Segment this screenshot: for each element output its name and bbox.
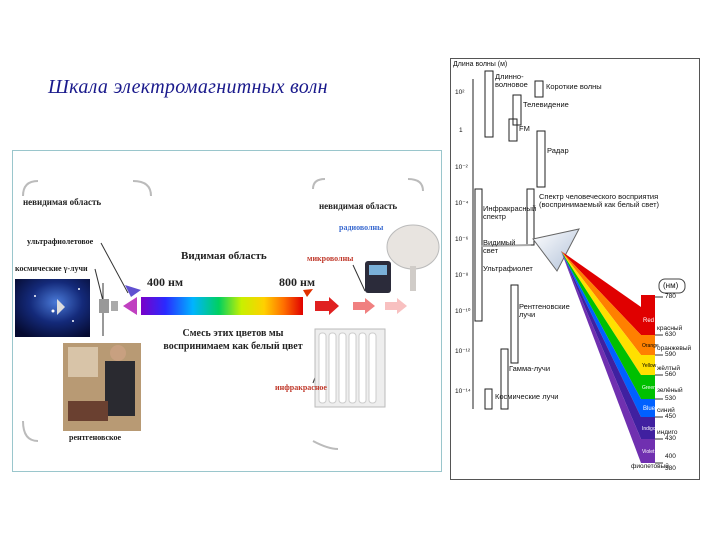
corner-bracket [23,181,38,196]
color-label-ru: зелёный [657,387,683,395]
corner-bracket [23,421,38,441]
em-spectrum-diagram: Длина волны (м) 10² 1 10⁻² 10⁻⁴ 10⁻⁶ 10⁻… [450,58,700,480]
nm-value: 400 [665,453,676,460]
color-label-en: Blue [643,405,655,413]
tick-label: 10⁻⁸ [455,271,468,279]
color-label-en: Yellow [642,362,656,370]
xray-bar [511,285,518,363]
infrared-label: Инфракрасный спектр [483,205,523,221]
visible-label: Видимый свет [483,239,523,255]
xray-label: Рентгеновские лучи [519,303,579,319]
pointer-line [95,269,103,301]
tv-label: Телевидение [523,101,569,109]
radio-dish-image [387,225,439,269]
page-title: Шкала электромагнитных волн [48,76,328,99]
nm-value: 380 [665,465,676,472]
uv-label: Ультрафиолет [483,265,527,273]
cosmic-label: Космические лучи [495,393,558,401]
nm-value: 780 [665,293,676,300]
xray-photo [63,343,141,431]
human-spectrum-label: Спектр человеческого восприятия (восприн… [539,193,689,209]
red-arrow [353,298,375,314]
infrared-bar [475,189,482,321]
nm-400-label: 400 нм [147,275,183,290]
violet-arrow [123,297,137,315]
ultraviolet-label: ультрафиолетовое [27,237,93,246]
radar-label: Радар [547,147,569,155]
cosmic-image [15,279,90,337]
corner-bracket [313,179,325,189]
radiator-image [315,329,385,407]
pointer-line [353,265,365,291]
long-wave-label: Длинно-волновое [495,73,535,89]
nm-value: 530 [665,395,676,402]
xray-label: рентгеновское [69,433,121,442]
color-label-en: Red [643,317,654,325]
short-wave-bar [535,81,543,97]
white-light-caption: Смесь этих цветов мы воспринимаем как бе… [153,327,313,353]
visible-region-diagram: невидимая область невидимая область ульт… [12,150,442,472]
red-arrow [385,298,407,314]
tick-label: 10⁻¹⁰ [455,307,470,315]
corner-bracket [313,441,338,449]
tick-label: 10⁻¹² [455,347,470,355]
ir-spectrum-bar [527,189,534,245]
wavelength-axis-title: Длина волны (м) [453,61,507,69]
microwaves-label: микроволны [307,254,353,263]
nm-value: 560 [665,371,676,378]
tick-label: 1 [459,127,463,134]
invisible-area-left-label: невидимая область [23,197,101,207]
radio-waves-label: радиоволны [339,223,383,232]
nm-value: 590 [665,351,676,358]
red-arrow [315,297,339,315]
tick-label: 10⁻⁴ [455,199,468,207]
color-label-ru: фиолетовый [631,463,669,471]
gray-arrow [99,299,109,313]
visible-area-label: Видимая область [181,250,267,262]
invisible-area-right-label: невидимая область [319,201,397,211]
cosmic-rays-label: космические γ-лучи [15,264,88,273]
gamma-label: Гамма-лучи [509,365,550,373]
nm-value: 430 [665,435,676,442]
long-wave-bar [485,71,493,137]
color-label-en: Green [642,384,656,392]
radar-bar [537,131,545,187]
corner-bracket [133,181,151,196]
tick-label: 10⁻² [455,163,468,171]
visible-spectrum-bar [141,297,303,315]
nm-value: 450 [665,413,676,420]
tick-label: 10⁻¹⁴ [455,387,471,395]
cosmic-bar [485,389,492,409]
gray-arrow [111,301,118,311]
short-wave-label: Короткие волны [546,83,602,91]
nm-value: 630 [665,331,676,338]
corner-bracket [408,179,423,191]
infrared-label: инфракрасное [275,383,327,392]
nm-header: (нм) [663,282,678,290]
tick-label: 10⁻⁶ [455,235,468,243]
tick-label: 10² [455,89,464,96]
pointer-line [101,243,128,293]
nm-800-label: 800 нм [279,275,315,290]
color-label-en: Indigo [642,425,656,433]
fm-label: FM [519,125,530,133]
color-label-en: Violet [642,448,654,456]
